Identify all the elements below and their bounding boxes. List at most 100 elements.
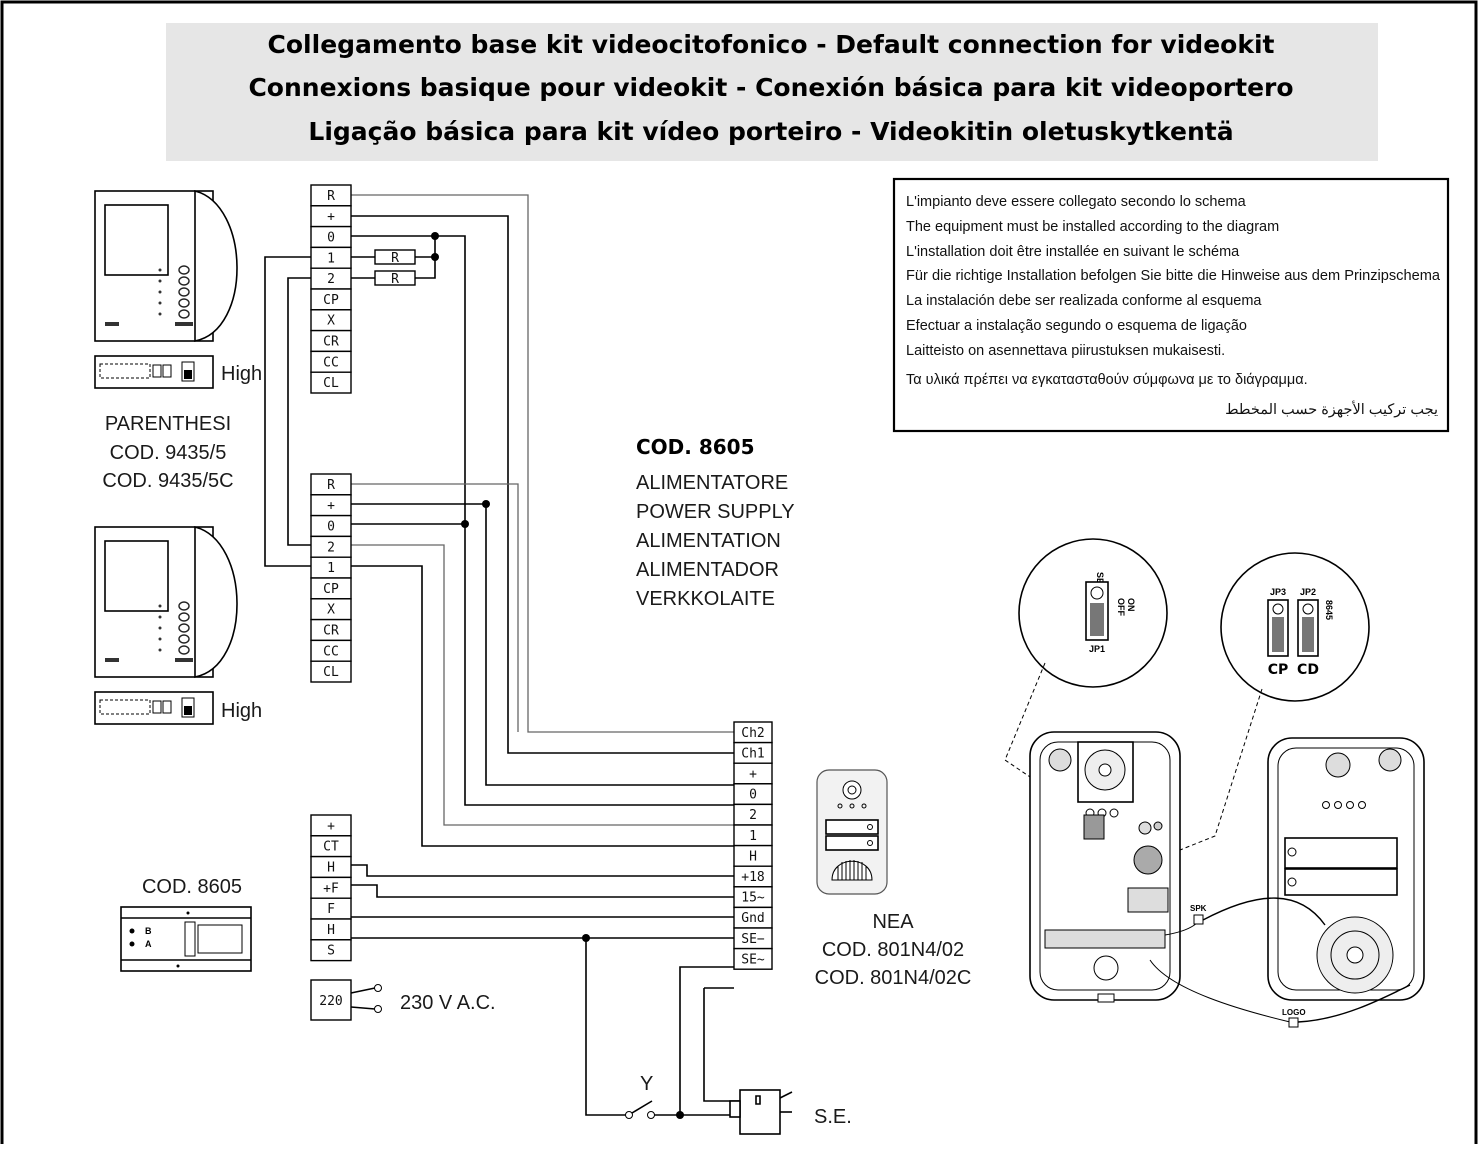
psu-terminal-label: H	[327, 923, 335, 938]
jp1-mark-off: OFF	[1116, 598, 1126, 616]
logo-connector-label: LOGO	[1282, 1008, 1306, 1017]
panel-terminal-label: 1	[749, 829, 757, 844]
monitor-1: High	[94, 189, 262, 389]
panel-terminal-label: 0	[749, 788, 757, 803]
spk-connector-label: SPK	[1190, 904, 1207, 913]
monitor-2-terminal-label: CP	[323, 582, 339, 597]
monitor-1-terminal-label: 0	[327, 231, 335, 246]
note-el: Τα υλικά πρέπει να εγκατασταθούν σύμφωνα…	[906, 372, 1308, 388]
monitor-1-terminal-label: CL	[323, 376, 339, 391]
psu-terminal-label: +F	[323, 881, 339, 896]
entry-panel-nea: NEA COD. 801N4/02 COD. 801N4/02C	[815, 769, 972, 989]
panel-terminal-label: 2	[749, 808, 757, 823]
psu-led-a: A	[145, 939, 152, 949]
panel-terminal-label: Gnd	[741, 911, 764, 926]
board-detail: SE OFF ON JP1 JP3 JP2 8645 CP CD	[1004, 538, 1425, 1028]
note-fi: Laitteisto on asennettava piirustuksen m…	[906, 343, 1225, 359]
psu-terminal-label: H	[327, 861, 335, 876]
psu-terminal-cell	[310, 939, 352, 962]
note-fr: L'installation doit être installée en su…	[906, 244, 1240, 260]
psu-heading-code: COD. 8605	[636, 435, 755, 459]
panel-terminal-label: SE~	[741, 952, 765, 967]
jp1-title: SE	[1095, 572, 1105, 584]
title-line-1: Collegamento base kit videocitofonico - …	[268, 30, 1275, 59]
note-ar: يجب تركيب الأجهزة حسب المخطط	[1225, 400, 1438, 418]
panel-name: NEA	[872, 911, 914, 933]
monitor-code-1: COD. 9435/5	[110, 442, 227, 464]
psu-name-es: ALIMENTADOR	[636, 559, 779, 581]
resistors: R R	[374, 249, 416, 287]
jp2-label: JP2	[1300, 587, 1316, 597]
monitor-2-terminal-label: CR	[323, 624, 339, 639]
jp1-mark-on: ON	[1126, 598, 1136, 612]
jp3-bottom-label: CP	[1268, 662, 1289, 678]
monitor-1-terminal-label: 2	[327, 272, 335, 287]
lock-label: S.E.	[814, 1106, 852, 1128]
monitor-2-terminal-cell	[310, 660, 352, 683]
panel-terminal-label: H	[749, 849, 757, 864]
panel-terminal-label: 15~	[741, 891, 765, 906]
panel-terminal-cell	[733, 947, 773, 970]
monitor-1-terminal-label: X	[327, 314, 335, 329]
panel-terminal-label: Ch1	[741, 746, 764, 761]
power-supply-device: COD. 8605 B A	[120, 876, 252, 972]
title-line-2: Connexions basique pour videokit - Conex…	[248, 73, 1293, 102]
monitor-2-terminal-label: +	[327, 499, 335, 514]
mains-voltage-label: 230 V A.C.	[400, 992, 496, 1014]
psu-terminal-label: +	[327, 819, 335, 834]
psu-name-it: ALIMENTATORE	[636, 472, 788, 494]
panel-terminal-label: SE−	[741, 932, 765, 947]
switch-y: Y	[625, 1073, 655, 1119]
psu-device-code: COD. 8605	[142, 876, 242, 898]
monitor-2-terminal-label: CC	[323, 644, 339, 659]
monitor-1-terminal-cell	[310, 371, 352, 394]
monitor-2: High	[94, 525, 262, 725]
panel-terminal-label: +18	[741, 870, 764, 885]
psu-name-fi: VERKKOLAITE	[636, 588, 775, 610]
psu-led-b: B	[145, 926, 152, 936]
monitor-2-terminal-label: 0	[327, 520, 335, 535]
note-it: L'impianto deve essere collegato secondo…	[906, 194, 1247, 210]
psu-terminal-label: S	[327, 944, 335, 959]
panel-terminal-label: Ch2	[741, 726, 764, 741]
monitor-1-switch-label: High	[221, 363, 262, 385]
mains-terminal-label: 220	[319, 994, 342, 1009]
monitor-2-terminal-label: R	[327, 478, 335, 493]
jp1-label: JP1	[1089, 644, 1105, 654]
electric-lock: S.E.	[729, 1089, 852, 1135]
monitor-1-terminal-label: R	[327, 189, 335, 204]
junction-dots	[431, 232, 684, 1119]
jp2-bottom-label: CD	[1297, 662, 1319, 678]
monitor-1-terminal-label: 1	[327, 251, 335, 266]
mains-input: 220 230 V A.C.	[310, 979, 496, 1021]
panel-terminal-label: +	[749, 767, 757, 782]
psu-terminal-label: CT	[323, 840, 339, 855]
psu-terminal-label: F	[327, 902, 335, 917]
monitor-1-terminal-label: +	[327, 210, 335, 225]
monitor-2-terminal-label: 1	[327, 561, 335, 576]
note-es: La instalación debe ser realizada confor…	[906, 293, 1262, 309]
monitor-2-terminal-label: CL	[323, 665, 339, 680]
jp2-mark: 8645	[1324, 600, 1334, 620]
psu-name-en: POWER SUPPLY	[636, 501, 795, 523]
monitor-1-terminal-label: CC	[323, 355, 339, 370]
monitor-1-terminal-label: CP	[323, 293, 339, 308]
resistor-label-1: R	[391, 251, 399, 266]
resistor-label-2: R	[391, 272, 399, 287]
jp3-label: JP3	[1270, 587, 1286, 597]
title-line-3: Ligação básica para kit vídeo porteiro -…	[308, 117, 1233, 146]
panel-code-2: COD. 801N4/02C	[815, 967, 972, 989]
terminal-block-monitor-1: R +0 1 2CP X CR CC CL	[310, 184, 352, 394]
monitor-2-terminal-label: 2	[327, 540, 335, 555]
switch-y-label: Y	[640, 1073, 653, 1095]
monitor-1-terminal-label: CR	[323, 335, 339, 350]
monitor-code-2: COD. 9435/5C	[102, 470, 233, 492]
psu-name-fr: ALIMENTATION	[636, 530, 781, 552]
monitor-2-switch-label: High	[221, 700, 262, 722]
jumper-jp2-jp3-zoom	[1220, 552, 1370, 702]
